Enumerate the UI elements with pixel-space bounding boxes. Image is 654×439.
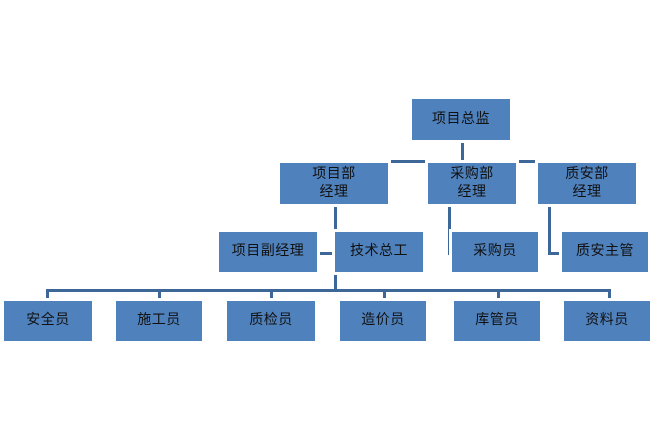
node-document-clerk[interactable]: 资料员 [561, 298, 653, 344]
connector-drop-quality-inspector [270, 289, 273, 299]
connector-drop-cost-estimator [383, 289, 386, 299]
node-director[interactable]: 项目总监 [409, 96, 513, 143]
connector-level4-bus [46, 289, 611, 292]
node-warehouse-keeper[interactable]: 库管员 [451, 298, 543, 344]
node-quality-safety-supervisor[interactable]: 质安主管 [559, 229, 651, 275]
node-purchase-dept-manager[interactable]: 采购部 经理 [425, 160, 519, 207]
connector-quality-elbow [548, 252, 563, 255]
node-safety-officer[interactable]: 安全员 [1, 298, 95, 344]
connector-drop-document-clerk [608, 289, 611, 299]
connector-drop-construction-officer [158, 289, 161, 299]
node-chief-engineer[interactable]: 技术总工 [332, 229, 426, 275]
node-purchaser[interactable]: 采购员 [449, 229, 541, 275]
node-project-dept-manager[interactable]: 项目部 经理 [277, 160, 391, 207]
connector-drop-safety-officer [46, 289, 49, 299]
node-deputy-project-manager[interactable]: 项目副经理 [216, 229, 320, 275]
node-construction-officer[interactable]: 施工员 [113, 298, 205, 344]
node-quality-inspector[interactable]: 质检员 [224, 298, 318, 344]
node-quality-safety-dept-manager[interactable]: 质安部 经理 [535, 160, 639, 207]
node-cost-estimator[interactable]: 造价员 [337, 298, 429, 344]
connector-stub-deputy-manager [313, 252, 336, 255]
connector-director-stem [461, 143, 464, 160]
connector-quality-drop [548, 207, 551, 252]
connector-drop-warehouse-keeper [497, 289, 500, 299]
